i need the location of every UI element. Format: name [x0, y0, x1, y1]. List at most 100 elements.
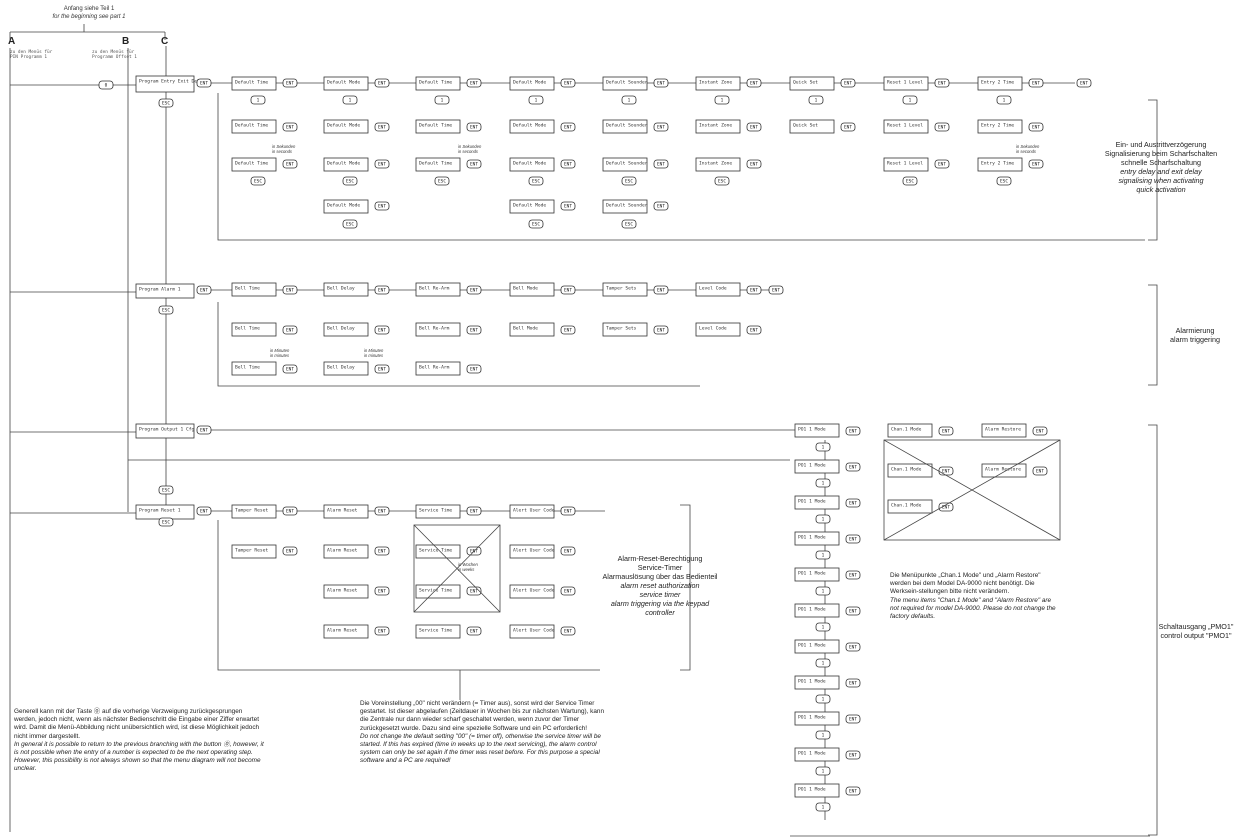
- key-enter-r1-7: ENT: [840, 78, 856, 88]
- key-enter-r2t-3: ENT: [466, 364, 482, 374]
- menu-pmo-item-8-label: PO1 1 Mode: [798, 679, 826, 685]
- side-alarm-en: alarm triggering: [1170, 335, 1220, 344]
- menu-r2-item-4-label: Bell Mode: [513, 286, 538, 292]
- svg-text:ENT: ENT: [378, 549, 386, 555]
- key-enter-pmo-10: ENT: [845, 750, 861, 760]
- menu-r2-sub-5: Tamper Sets: [602, 322, 648, 337]
- svg-text:ENT: ENT: [200, 509, 208, 515]
- key-enter-pmo-7: ENT: [845, 642, 861, 652]
- svg-text:ESC: ESC: [346, 222, 354, 228]
- key-enter-r1u-5: ENT: [653, 201, 669, 211]
- key-enter-r2s-3: ENT: [466, 325, 482, 335]
- svg-text:ESC: ESC: [625, 179, 633, 185]
- key-enter-r1-2: ENT: [374, 78, 390, 88]
- menu-r1-sub2-8-label: Reset 1 Level: [887, 161, 923, 167]
- menu-r1-sub2-2: Default Mode: [323, 157, 369, 172]
- key-one-pmo-8: 1: [815, 694, 831, 704]
- svg-text:ENT: ENT: [470, 162, 478, 168]
- menu-r2-sub2-2-label: Bell Delay: [327, 365, 355, 371]
- key-enter-r1-end: ENT: [1076, 78, 1092, 88]
- svg-text:ENT: ENT: [470, 81, 478, 87]
- crossed-out-area-service: [413, 524, 501, 613]
- svg-text:ESC: ESC: [438, 179, 446, 185]
- menu-pmo-item-3-label: PO1 1 Mode: [798, 499, 826, 505]
- continuation-header-de: Anfang siehe Teil 1: [63, 6, 115, 12]
- menu-pmo-item-2-label: PO1 1 Mode: [798, 463, 826, 469]
- note-channel-mode: Die Menüpunkte „Chan.1 Mode" und „Alarm …: [890, 572, 1060, 621]
- svg-text:ENT: ENT: [849, 681, 857, 687]
- svg-text:ENT: ENT: [849, 465, 857, 471]
- key-back-r1t-6: ESC: [714, 176, 730, 186]
- svg-text:ENT: ENT: [657, 125, 665, 131]
- menu-r1-sub2-9: Entry 2 Time: [977, 157, 1023, 172]
- key-enter-r4u-4: ENT: [560, 626, 576, 636]
- menu-r1-item-7: Quick Set: [789, 76, 835, 91]
- key-one-pmo-9: 1: [815, 730, 831, 740]
- key-back-r1t-8: ESC: [902, 176, 918, 186]
- key-enter-r2-3: ENT: [466, 285, 482, 295]
- menu-r4-item-2: Alarm Reset: [323, 504, 369, 519]
- svg-text:1: 1: [535, 98, 538, 104]
- menu-pmo-item-9: PO1 1 Mode: [794, 711, 840, 726]
- menu-pmo-item-11: PO1 1 Mode: [794, 783, 840, 798]
- note-chan-en: The menu items "Chan.1 Mode" and "Alarm …: [890, 596, 1056, 620]
- svg-text:ENT: ENT: [750, 125, 758, 131]
- key-one-r1-4: 1: [528, 95, 544, 105]
- menu-r1-sub2-6-label: Instant Zone: [699, 161, 732, 167]
- svg-text:ENT: ENT: [470, 328, 478, 334]
- side-label-alarm: Alarmierung alarm triggering: [1160, 326, 1230, 344]
- menu-r4-sub-4-label: Alert User Code: [513, 548, 555, 554]
- note-minutes-2-en: in minutes: [364, 353, 384, 358]
- key-one-r1-5: 1: [621, 95, 637, 105]
- svg-text:ENT: ENT: [844, 125, 852, 131]
- key-one-r1-7: 1: [808, 95, 824, 105]
- note-chan-de: Die Menüpunkte „Chan.1 Mode" und „Alarm …: [890, 572, 1041, 596]
- svg-text:1: 1: [822, 733, 825, 739]
- menu-r1-item-8-label: Reset 1 Level: [887, 80, 923, 86]
- menu-r1-sub-4: Default Mode: [509, 119, 555, 134]
- svg-text:1: 1: [822, 697, 825, 703]
- key-enter-r2s-4: ENT: [560, 325, 576, 335]
- key-enter-r1-6: ENT: [746, 78, 762, 88]
- key-enter-r2-6: ENT: [746, 285, 762, 295]
- menu-r1-sub-8: Reset 1 Level: [883, 119, 929, 134]
- key-enter-r1s-3: ENT: [466, 122, 482, 132]
- menu-r1-sub-6: Instant Zone: [695, 119, 741, 134]
- key-enter-r1t-9: ENT: [1028, 159, 1044, 169]
- key-enter-r1s-6: ENT: [746, 122, 762, 132]
- svg-text:ENT: ENT: [938, 162, 946, 168]
- svg-text:ENT: ENT: [470, 589, 478, 595]
- key-enter-r1t-2: ENT: [374, 159, 390, 169]
- key-enter-r1t-4: ENT: [560, 159, 576, 169]
- menu-r4-item-4: Alert User Code: [509, 504, 555, 519]
- key-enter-pmo-4: ENT: [845, 534, 861, 544]
- menu-r2-item-4: Bell Mode: [509, 282, 555, 297]
- menu-r2-sub-1-label: Bell Time: [235, 326, 260, 332]
- svg-text:ESC: ESC: [162, 308, 170, 314]
- key-enter-r4: ENT: [196, 506, 212, 516]
- svg-text:ENT: ENT: [938, 81, 946, 87]
- key-enter-pmo-9: ENT: [845, 714, 861, 724]
- svg-text:ENT: ENT: [1036, 469, 1044, 475]
- menu-pmo-item-7: PO1 1 Mode: [794, 639, 840, 654]
- menu-r1-sub2-1: Default Time: [231, 157, 277, 172]
- key-enter-r1s-7: ENT: [840, 122, 856, 132]
- side-pmo-de: Schaltausgang „PMO1": [1158, 622, 1234, 631]
- note-weeks-en: in weeks: [458, 567, 475, 572]
- key-enter-r4s-1: ENT: [282, 546, 298, 556]
- menu-r1-sub-7: Quick Set: [789, 119, 835, 134]
- menu-entry-exit-delay-label: Program Entry Exit Delay 1: [139, 79, 211, 85]
- svg-text:ENT: ENT: [942, 469, 950, 475]
- key-enter-r4-1: ENT: [282, 506, 298, 516]
- svg-text:ENT: ENT: [470, 288, 478, 294]
- svg-text:ENT: ENT: [200, 288, 208, 294]
- svg-text:1: 1: [441, 98, 444, 104]
- svg-text:ENT: ENT: [1032, 125, 1040, 131]
- svg-text:ENT: ENT: [286, 367, 294, 373]
- menu-r1-sub2-2-label: Default Mode: [327, 161, 360, 167]
- svg-text:ENT: ENT: [849, 429, 857, 435]
- menu-r1-sub-2-label: Default Mode: [327, 123, 360, 129]
- svg-text:ENT: ENT: [1080, 81, 1088, 87]
